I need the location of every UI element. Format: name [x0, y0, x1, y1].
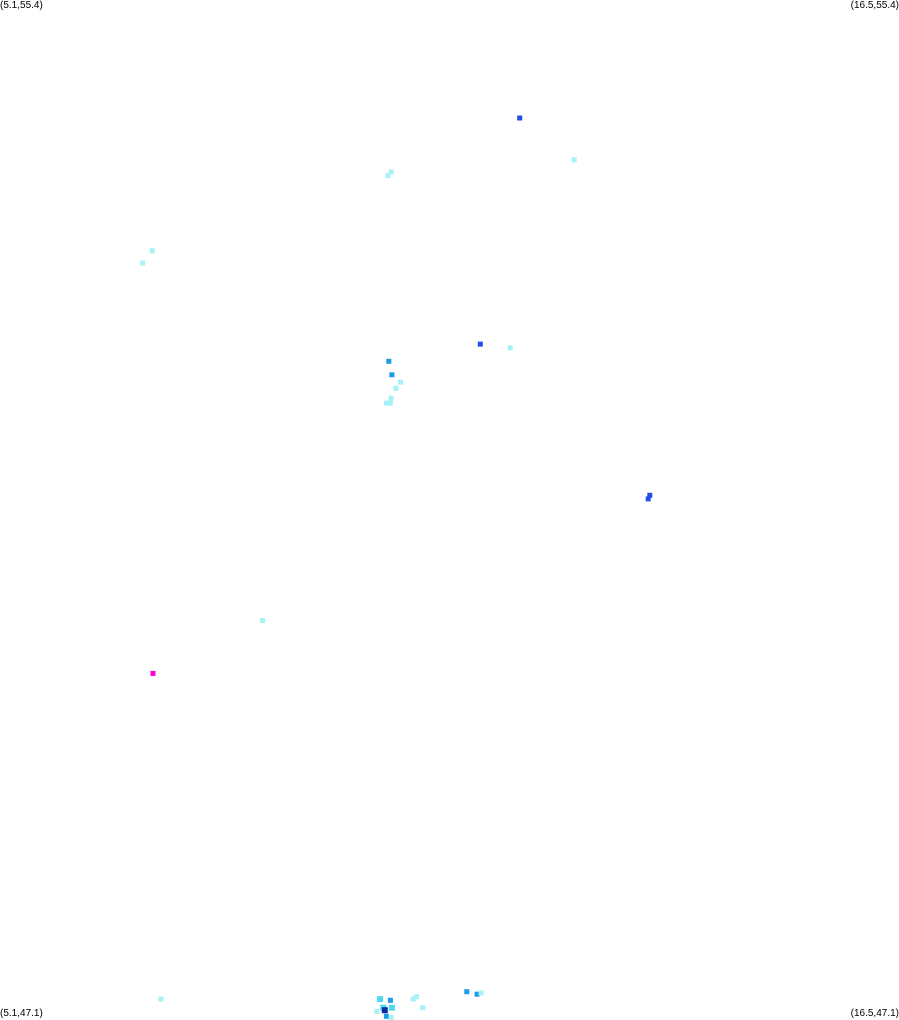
map-point: [647, 492, 653, 498]
map-point: [398, 379, 404, 385]
map-point: [374, 1008, 380, 1014]
map-point: [149, 248, 155, 254]
map-point: [387, 400, 393, 406]
corner-label-bottom-left: (5.1,47.1): [0, 1008, 43, 1019]
map-point: [387, 997, 393, 1003]
map-point: [260, 618, 266, 624]
map-point: [393, 385, 399, 391]
map-point: [645, 496, 651, 502]
map-point: [420, 1005, 426, 1011]
corner-label-top-left: (5.1,55.4): [0, 0, 43, 11]
map-point: [571, 157, 577, 163]
map-point: [477, 341, 483, 347]
map-point: [478, 990, 484, 996]
map-point: [517, 115, 523, 121]
map-point: [464, 989, 470, 995]
map-point: [389, 372, 395, 378]
map-point: [388, 395, 394, 401]
map-point: [388, 1015, 394, 1020]
map-point: [383, 1013, 389, 1019]
map-point: [388, 1004, 395, 1011]
map-point: [385, 173, 391, 179]
corner-label-top-right: (16.5,55.4): [850, 0, 899, 11]
map-point: [150, 670, 156, 676]
map-point: [383, 400, 389, 406]
map-point: [388, 169, 394, 175]
map-point: [377, 996, 384, 1003]
map-point: [140, 260, 146, 266]
map-point: [158, 996, 164, 1002]
map-point: [507, 345, 513, 351]
map-point: [381, 1007, 388, 1014]
map-point: [410, 996, 416, 1002]
map-point: [413, 994, 419, 1000]
corner-label-bottom-right: (16.5,47.1): [850, 1008, 899, 1019]
map-point: [386, 358, 392, 364]
map-point: [474, 991, 480, 997]
